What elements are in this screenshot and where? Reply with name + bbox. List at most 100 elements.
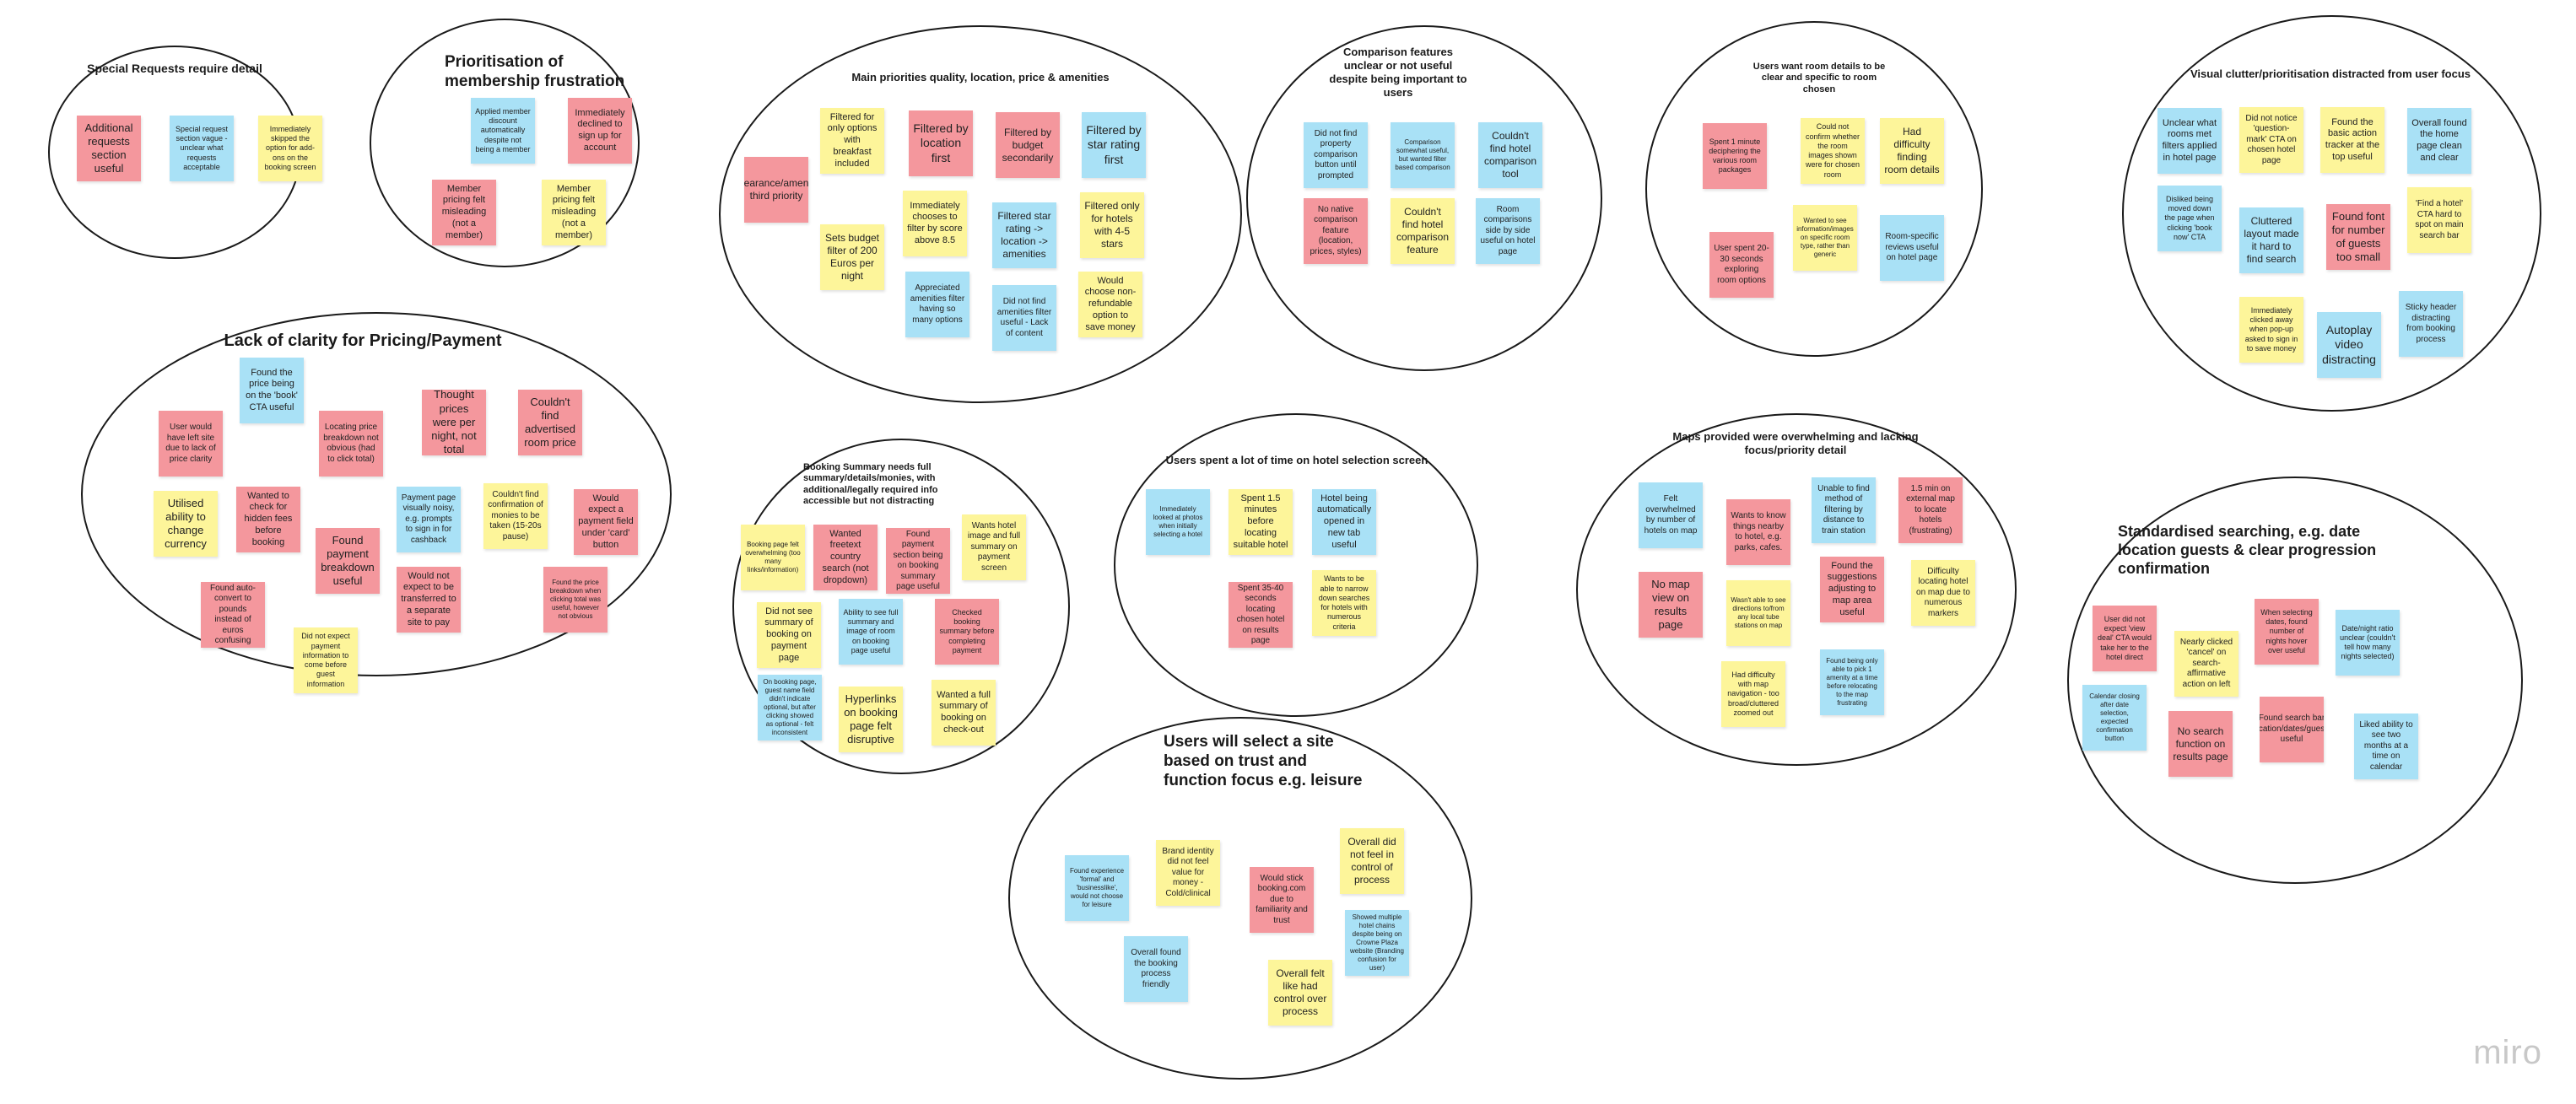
cluster-maps[interactable] (1576, 413, 2017, 766)
sticky-note[interactable]: Room-specific reviews useful on hotel pa… (1880, 215, 1944, 281)
sticky-note[interactable]: 'Find a hotel' CTA hard to spot on main … (2407, 187, 2471, 253)
sticky-note[interactable]: Autoplay video distracting (2317, 312, 2381, 378)
sticky-note[interactable]: Found experience 'formal' and 'businessl… (1065, 855, 1129, 921)
sticky-note[interactable]: Ability to see full summary and image of… (839, 599, 903, 665)
sticky-note[interactable]: Comparison somewhat useful, but wanted f… (1391, 122, 1455, 188)
sticky-note[interactable]: Found being only able to pick 1 amenity … (1820, 649, 1884, 715)
sticky-note[interactable]: Calendar closing after date selection, e… (2082, 685, 2147, 751)
sticky-note[interactable]: User spent 20-30 seconds exploring room … (1709, 232, 1774, 298)
sticky-note[interactable]: Additional requests section useful (77, 116, 141, 181)
sticky-note[interactable]: Checked booking summary before completin… (935, 599, 999, 665)
sticky-note[interactable]: Would expect a payment field under 'card… (574, 489, 638, 555)
sticky-note[interactable]: Found the basic action tracker at the to… (2320, 107, 2384, 173)
sticky-note[interactable]: Spent 1 minute deciphering the various r… (1703, 123, 1767, 189)
sticky-note[interactable]: Found font for number of guests too smal… (2326, 204, 2390, 270)
sticky-note[interactable]: Unable to find method of filtering by di… (1812, 477, 1876, 543)
sticky-note[interactable]: User did not expect 'view deal' CTA woul… (2093, 606, 2157, 671)
sticky-note[interactable]: Wanted a full summary of booking on chec… (932, 680, 996, 746)
sticky-note[interactable]: Cluttered layout made it hard to find se… (2239, 207, 2303, 273)
sticky-note[interactable]: Had difficulty finding room details (1880, 118, 1944, 184)
sticky-note[interactable]: Booking page felt overwhelming (too many… (741, 525, 805, 590)
cluster-comparison[interactable] (1246, 25, 1602, 371)
sticky-note[interactable]: Overall felt like had control over proce… (1268, 960, 1332, 1026)
sticky-note[interactable]: Wants to be able to narrow down searches… (1312, 570, 1376, 636)
sticky-note[interactable]: Appreciated amenities filter having so m… (905, 272, 969, 337)
sticky-note[interactable]: Applied member discount automatically de… (471, 98, 535, 164)
sticky-note[interactable]: Could not confirm whether the room image… (1801, 118, 1865, 184)
sticky-note[interactable]: Would choose non-refundable option to sa… (1078, 272, 1142, 337)
sticky-note[interactable]: Did not find amenities filter useful - L… (992, 285, 1056, 351)
cluster-main-priorities[interactable] (719, 25, 1242, 403)
sticky-note[interactable]: Utilised ability to change currency (154, 491, 218, 557)
sticky-note[interactable]: Immediately looked at photos when initia… (1146, 489, 1210, 555)
sticky-note[interactable]: Member pricing felt misleading (not a me… (432, 180, 496, 245)
sticky-note[interactable]: Overall found the home page clean and cl… (2407, 108, 2471, 174)
sticky-note[interactable]: Wanted freetext country search (not drop… (813, 525, 878, 590)
sticky-note[interactable]: Wanted to see information/images on spec… (1793, 205, 1857, 271)
sticky-note[interactable]: When selecting dates, found number of ni… (2255, 599, 2319, 665)
sticky-note[interactable]: Room comparisons side by side useful on … (1476, 198, 1540, 264)
cluster-room-details[interactable] (1645, 21, 1983, 357)
cluster-visual-clutter[interactable] (2122, 15, 2541, 412)
sticky-note[interactable]: Date/night ratio unclear (couldn't tell … (2336, 610, 2400, 676)
sticky-note[interactable]: Disliked being moved down the page when … (2157, 186, 2222, 251)
sticky-note[interactable]: Wants to know things nearby to hotel, e.… (1726, 499, 1790, 565)
sticky-note[interactable]: Had difficulty with map navigation - too… (1721, 661, 1785, 727)
cluster-standardised-searching[interactable] (2067, 477, 2523, 884)
cluster-pricing-payment[interactable] (81, 312, 672, 676)
sticky-note[interactable]: Filtered for only options with breakfast… (820, 108, 884, 174)
sticky-note[interactable]: Filtered by location first (909, 110, 973, 176)
sticky-note[interactable]: Spent 1.5 minutes before locating suitab… (1229, 489, 1293, 555)
sticky-note[interactable]: Showed multiple hotel chains despite bei… (1345, 910, 1409, 976)
sticky-note[interactable]: Wanted to check for hidden fees before b… (236, 487, 300, 552)
sticky-note[interactable]: Found auto-convert to pounds instead of … (201, 582, 265, 648)
sticky-note[interactable]: Found payment section being on booking s… (886, 528, 950, 594)
sticky-note[interactable]: Filtered only for hotels with 4-5 stars (1080, 192, 1144, 258)
sticky-note[interactable]: Found payment breakdown useful (316, 528, 380, 594)
sticky-note[interactable]: No search function on results page (2168, 711, 2233, 777)
sticky-note[interactable]: Did not notice 'question-mark' CTA on ch… (2239, 107, 2303, 173)
sticky-note[interactable]: Found the suggestions adjusting to map a… (1820, 557, 1884, 622)
sticky-note[interactable]: Filtered star rating -> location -> amen… (992, 202, 1056, 268)
sticky-note[interactable]: Found the price being on the 'book' CTA … (240, 358, 304, 423)
sticky-note[interactable]: Couldn't find advertised room price (518, 390, 582, 455)
sticky-note[interactable]: Filtered by star rating first (1082, 112, 1146, 178)
sticky-note[interactable]: Liked ability to see two months at a tim… (2354, 714, 2418, 779)
sticky-note[interactable]: No map view on results page (1639, 572, 1703, 638)
sticky-note[interactable]: Would stick booking.com due to familiari… (1250, 867, 1314, 933)
sticky-note[interactable]: Wasn't able to see directions to/from an… (1726, 580, 1790, 646)
sticky-note[interactable]: Nearly clicked 'cancel' on search-affirm… (2174, 631, 2238, 697)
sticky-note[interactable]: No native comparison feature (location, … (1304, 198, 1368, 264)
sticky-note[interactable]: Difficulty locating hotel on map due to … (1911, 560, 1975, 626)
sticky-note[interactable]: Sticky header distracting from booking p… (2399, 291, 2463, 357)
sticky-note[interactable]: Filtered by budget secondarily (996, 112, 1060, 178)
sticky-note[interactable]: Hyperlinks on booking page felt disrupti… (839, 687, 903, 752)
sticky-note[interactable]: Locating price breakdown not obvious (ha… (319, 411, 383, 477)
sticky-note[interactable]: 1.5 min on external map to locate hotels… (1898, 477, 1963, 543)
sticky-note[interactable]: Immediately declined to sign up for acco… (568, 98, 632, 164)
sticky-note[interactable]: Immediately chooses to filter by score a… (903, 191, 967, 256)
sticky-note[interactable]: Special request section vague - unclear … (170, 116, 234, 181)
sticky-note[interactable]: Did not expect payment information to co… (294, 627, 358, 693)
sticky-note[interactable]: Felt overwhelmed by number of hotels on … (1639, 482, 1703, 548)
sticky-note[interactable]: Thought prices were per night, not total (422, 390, 486, 455)
cluster-membership[interactable] (370, 19, 640, 267)
sticky-note[interactable]: User would have left site due to lack of… (159, 411, 223, 477)
sticky-note[interactable]: Couldn't find confirmation of monies to … (483, 483, 548, 549)
sticky-note[interactable]: Found search bar (location/dates/guests)… (2260, 697, 2324, 762)
sticky-note[interactable]: Immediately skipped the option for add-o… (258, 116, 322, 181)
sticky-note[interactable]: Unclear what rooms met filters applied i… (2157, 108, 2222, 174)
sticky-note[interactable]: Did not find property comparison button … (1304, 122, 1368, 188)
sticky-note[interactable]: Sets budget filter of 200 Euros per nigh… (820, 224, 884, 290)
sticky-note[interactable]: Member pricing felt misleading (not a me… (542, 180, 606, 245)
sticky-note[interactable]: Payment page visually noisy, e.g. prompt… (397, 487, 461, 552)
sticky-note[interactable]: Appearance/amenities third priority (744, 157, 808, 223)
sticky-note[interactable]: Did not see summary of booking on paymen… (757, 602, 821, 668)
sticky-note[interactable]: Overall did not feel in control of proce… (1340, 828, 1404, 894)
sticky-note[interactable]: Found the price breakdown when clicking … (543, 567, 608, 633)
sticky-note[interactable]: Wants hotel image and full summary on pa… (962, 514, 1026, 580)
sticky-note[interactable]: Immediately clicked away when pop-up ask… (2239, 297, 2303, 363)
cluster-hotel-selection[interactable] (1114, 413, 1478, 717)
sticky-note[interactable]: Brand identity did not feel value for mo… (1156, 840, 1220, 906)
cluster-booking-summary[interactable] (732, 439, 1070, 774)
